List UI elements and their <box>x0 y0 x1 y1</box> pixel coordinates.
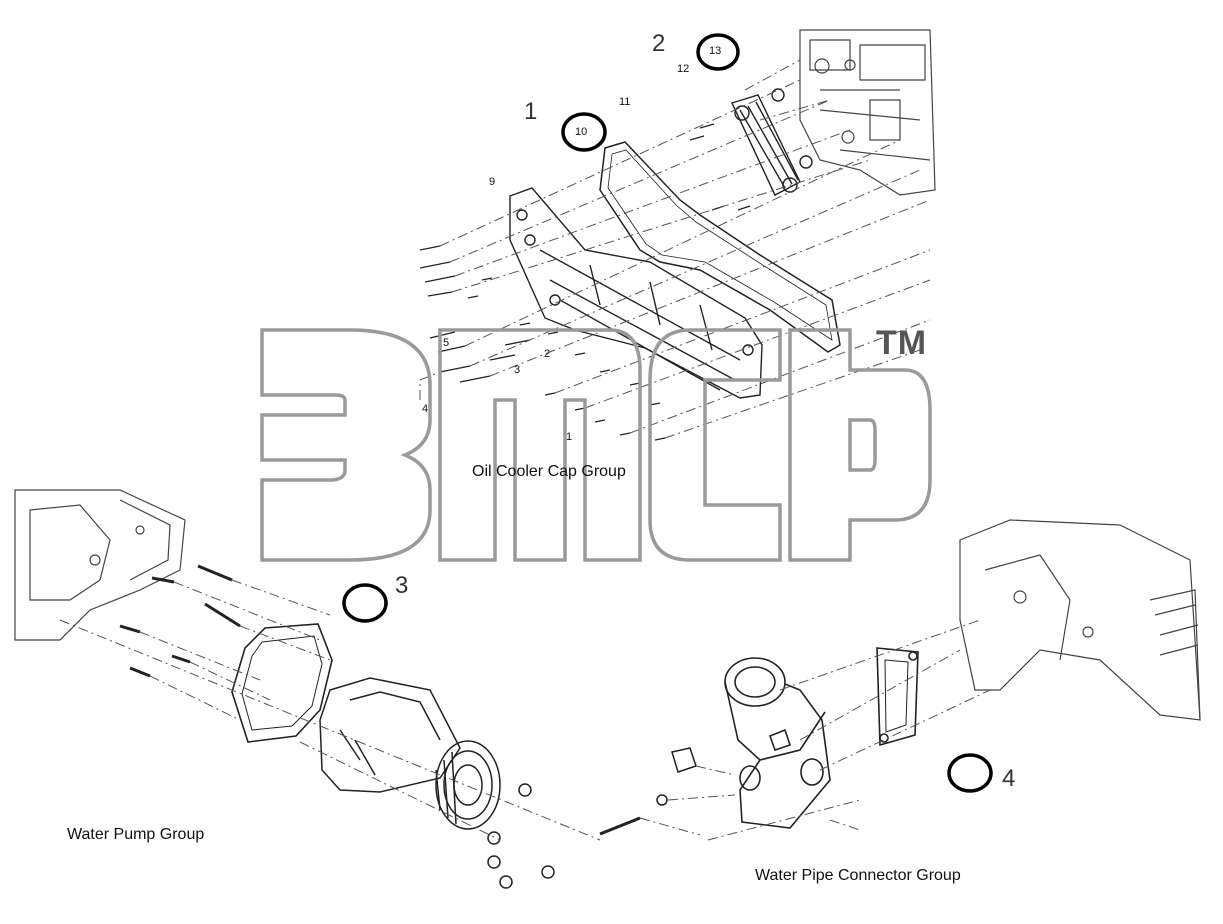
label-water-pipe-connector-group: Water Pipe Connector Group <box>755 867 961 884</box>
part-number-1: 1 <box>566 431 573 443</box>
ring-callout-10 <box>561 112 607 152</box>
water-pump-leader-lines <box>59 579 601 841</box>
callout-10: 10 <box>575 126 588 138</box>
water-pump-nuts <box>487 783 555 889</box>
water-pump-studs <box>119 564 241 678</box>
water-pipe-leader-lines <box>639 619 991 841</box>
water-pump-body <box>319 677 501 830</box>
connector-bolt <box>599 816 641 836</box>
callout-1: 1 <box>524 98 538 125</box>
part-number-9: 9 <box>489 176 496 188</box>
part-number-2: 2 <box>544 348 551 360</box>
label-oil-cooler-cap-group: Oil Cooler Cap Group <box>472 463 626 480</box>
callout-13: 13 <box>709 45 722 57</box>
callout-4: 4 <box>1002 765 1016 792</box>
ring-callout-4 <box>947 753 993 793</box>
oil-cooler-leader-lines <box>419 59 931 439</box>
highlight-rings <box>342 33 993 793</box>
engine-block-top <box>799 29 936 196</box>
part-number-12: 12 <box>677 63 690 75</box>
label-water-pump-group: Water Pump Group <box>67 826 205 843</box>
part-number-4: 4 <box>422 403 429 415</box>
ring-callout-13 <box>696 33 740 71</box>
drain-plug <box>656 747 697 806</box>
part-number-5: 5 <box>443 337 450 349</box>
oil-cooler-gasket <box>599 141 841 353</box>
part-number-11: 11 <box>619 96 631 108</box>
front-housing-left <box>14 489 186 641</box>
watermark-tm: TM <box>876 324 928 362</box>
cover-bolts <box>419 123 751 441</box>
ring-callout-3 <box>342 583 388 623</box>
callout-2: 2 <box>652 30 666 57</box>
part-number-3: 3 <box>514 364 521 376</box>
callout-3: 3 <box>395 572 409 599</box>
emp-watermark-logo <box>260 328 932 562</box>
water-pump-gasket <box>231 623 333 743</box>
front-housing-right <box>959 519 1201 721</box>
water-pipe-gasket <box>876 647 919 747</box>
water-pipe-connector <box>724 657 831 829</box>
oil-cooler-cover <box>509 187 763 399</box>
